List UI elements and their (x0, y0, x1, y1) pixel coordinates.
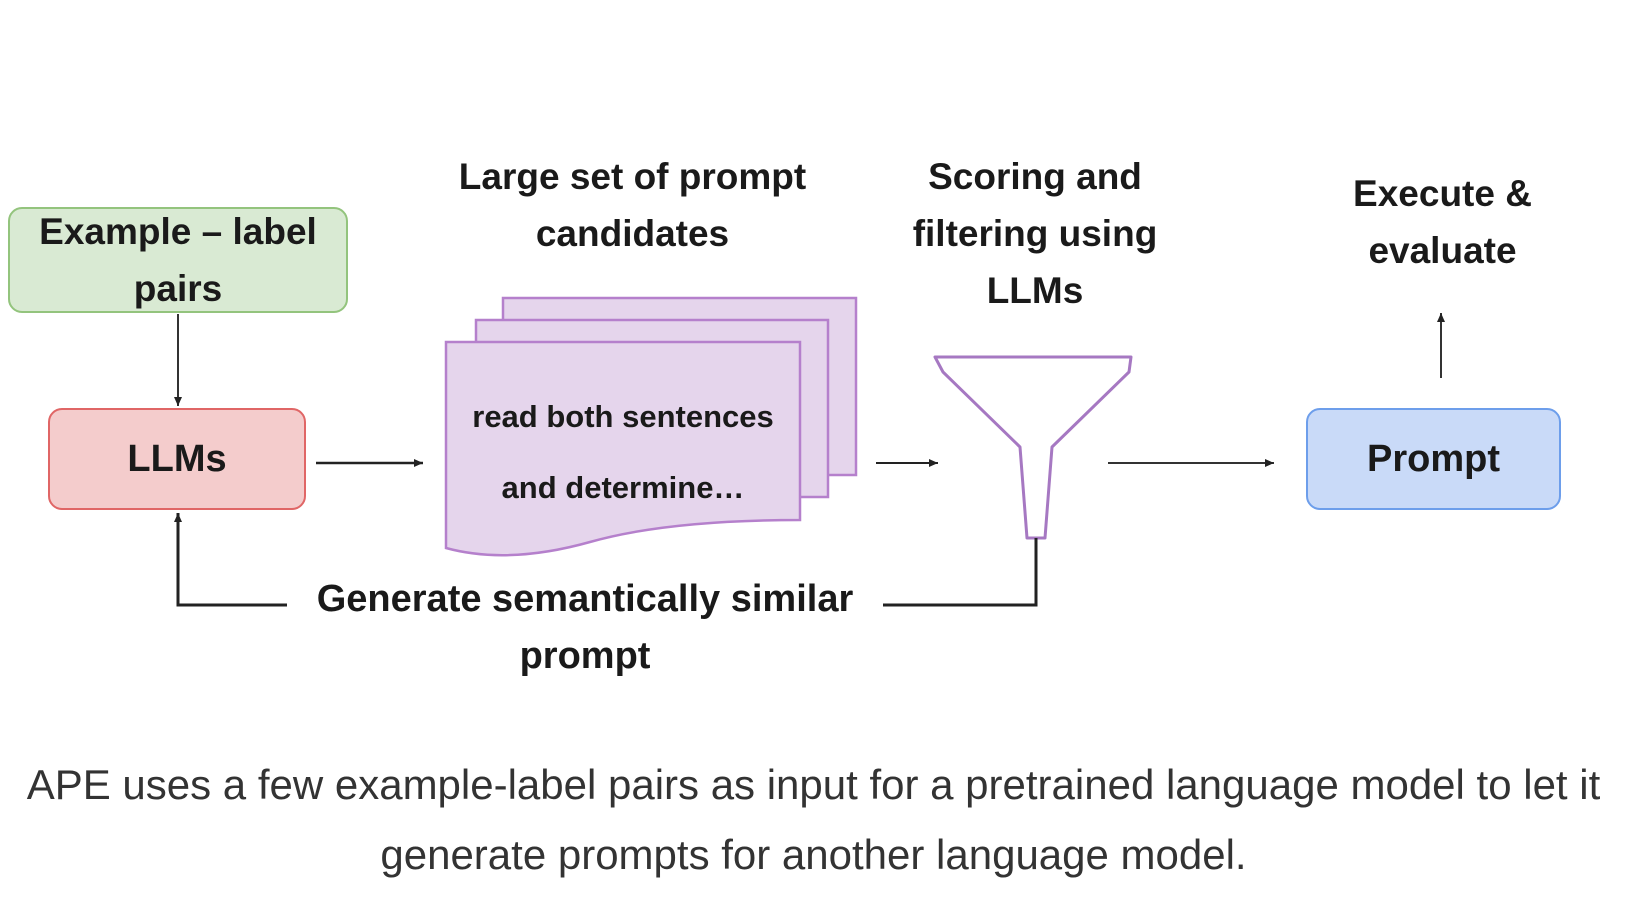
funnel-icon (933, 355, 1133, 540)
document-front (444, 340, 802, 557)
llms-box: LLMs (48, 408, 306, 510)
candidate-prompt-text: read both sentences and determine… (472, 399, 774, 505)
stacked-documents-icon (444, 296, 858, 557)
example-label-pairs-text: Example – label pairs (39, 211, 317, 309)
example-label-pairs-box: Example – label pairs (8, 207, 348, 313)
candidates-heading: Large set of prompt candidates (458, 156, 807, 254)
llms-label: LLMs (127, 437, 227, 480)
evaluate-heading: Execute & evaluate (1353, 173, 1532, 271)
prompt-label: Prompt (1367, 437, 1500, 480)
feedback-line-right (883, 538, 1038, 607)
prompt-box: Prompt (1306, 408, 1561, 510)
figure-caption: APE uses a few example-label pairs as in… (26, 761, 1601, 878)
feedback-line-left (174, 513, 287, 607)
scoring-heading: Scoring and filtering using LLMs (912, 156, 1158, 311)
feedback-label: Generate semantically similar prompt (316, 578, 854, 677)
